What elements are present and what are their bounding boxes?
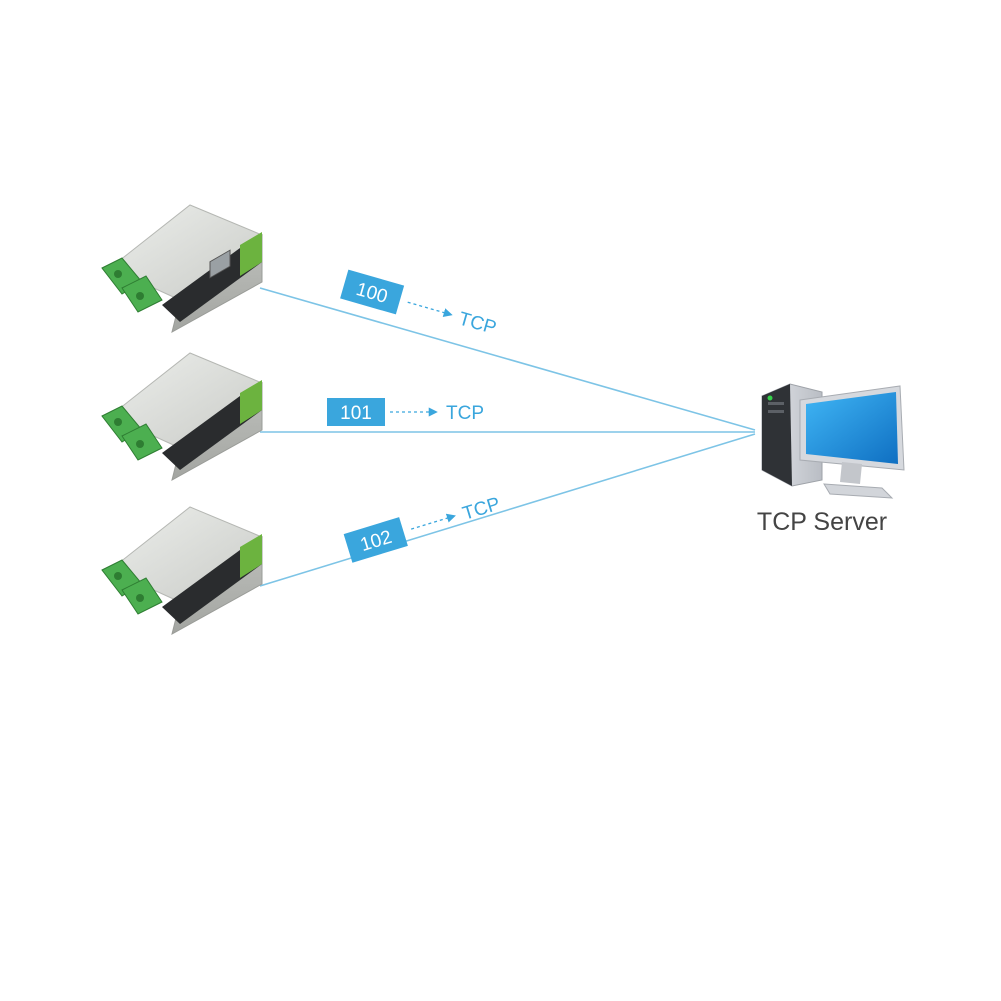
serial-server-device-1	[101, 204, 263, 333]
dashed-arrow-icon	[410, 513, 456, 530]
protocol-label-102: TCP	[460, 494, 502, 525]
terminal-block-icon	[101, 257, 163, 313]
connection-label-100: 100 TCP	[340, 269, 499, 339]
connection-label-101: 101 TCP	[327, 398, 484, 426]
terminal-block-icon	[101, 405, 163, 461]
serial-server-device-3	[101, 506, 263, 635]
id-badge-text-101: 101	[340, 403, 372, 424]
terminal-block-icon	[101, 559, 163, 615]
id-badge-101	[327, 398, 385, 426]
ethernet-port-icon	[209, 249, 231, 279]
connection-line-102	[259, 433, 756, 587]
connection-label-102: 102 TCP	[343, 494, 503, 563]
id-badge-102	[343, 517, 408, 563]
connection-lines	[259, 287, 756, 587]
protocol-label-100: TCP	[456, 308, 498, 339]
server-label: TCP Server	[757, 508, 887, 536]
id-badge-100	[340, 269, 405, 315]
protocol-label-101: TCP	[446, 403, 484, 424]
serial-server-device-2	[101, 352, 263, 481]
connection-line-100	[259, 287, 756, 431]
server-computer-icon	[761, 383, 905, 499]
dashed-arrow-icon	[407, 301, 453, 317]
